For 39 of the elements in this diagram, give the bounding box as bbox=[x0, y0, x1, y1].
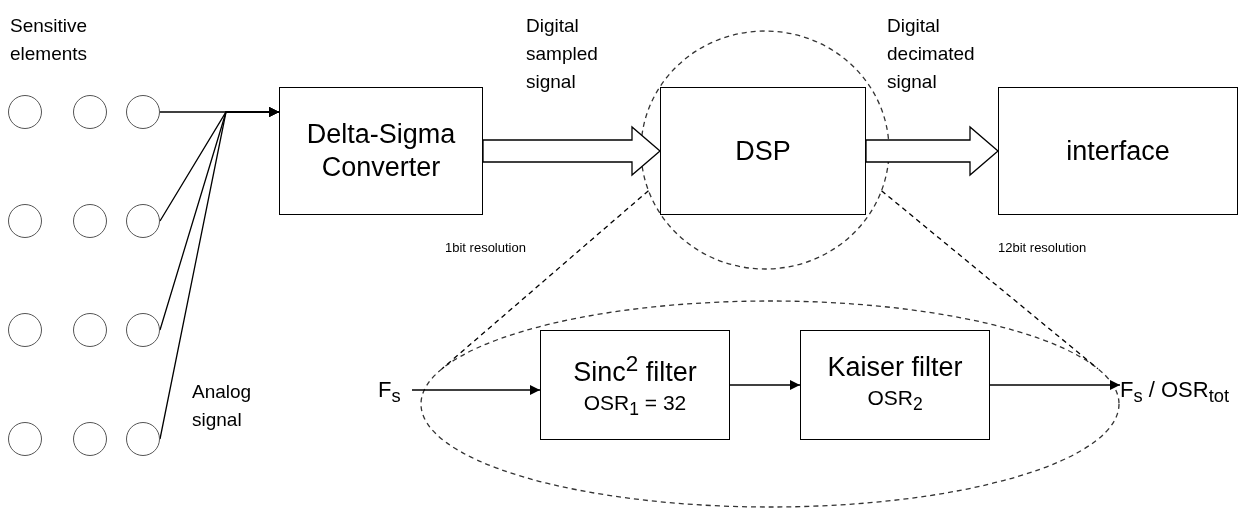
arrow bbox=[989, 380, 1121, 390]
zoom-line bbox=[880, 190, 1099, 370]
arrow bbox=[411, 385, 541, 395]
box-title: interface bbox=[1066, 134, 1170, 168]
sensor-circle bbox=[8, 95, 42, 129]
sensor-circle bbox=[73, 422, 107, 456]
zoom-ellipse bbox=[420, 300, 1120, 508]
process-box bbox=[998, 87, 1238, 215]
filter-box bbox=[800, 330, 990, 440]
arrow bbox=[729, 380, 801, 390]
zoom-line bbox=[441, 190, 650, 370]
note-text: 1bit resolution bbox=[445, 239, 526, 257]
process-box bbox=[279, 87, 483, 215]
box-title: Kaiser filter bbox=[827, 351, 963, 385]
box-title: Delta-Sigma Converter bbox=[305, 118, 457, 184]
note-text: 12bit resolution bbox=[998, 239, 1087, 257]
sensor-circle bbox=[126, 313, 160, 347]
group-label: Sensitive elements bbox=[10, 14, 89, 66]
sensor-circle bbox=[73, 313, 107, 347]
box-title: Sinc$^{2}$ filter bbox=[573, 349, 697, 389]
sensor-circle bbox=[8, 313, 42, 347]
signal-label: F$_{s}$ / OSR$_{tot}$ bbox=[1120, 375, 1248, 412]
box-title: DSP bbox=[735, 134, 791, 168]
sensor-circle bbox=[126, 204, 160, 238]
filter-box bbox=[540, 330, 730, 440]
sensor-circle bbox=[126, 422, 160, 456]
arrow bbox=[159, 107, 280, 440]
sensor-circle bbox=[8, 204, 42, 238]
process-box bbox=[660, 87, 866, 215]
sensor-circle bbox=[8, 422, 42, 456]
sensor-circle bbox=[73, 95, 107, 129]
box-subtitle: OSR$_{2}$ bbox=[867, 385, 923, 417]
block-arrow bbox=[865, 125, 999, 177]
block-arrow bbox=[482, 125, 661, 177]
signal-label: F$_{s}$ bbox=[378, 375, 412, 412]
sensor-circle bbox=[73, 204, 107, 238]
sensor-circle bbox=[126, 95, 160, 129]
signal-label: Analog signal bbox=[192, 380, 253, 432]
box-subtitle: OSR$_{1}$ = 32 bbox=[583, 389, 687, 422]
